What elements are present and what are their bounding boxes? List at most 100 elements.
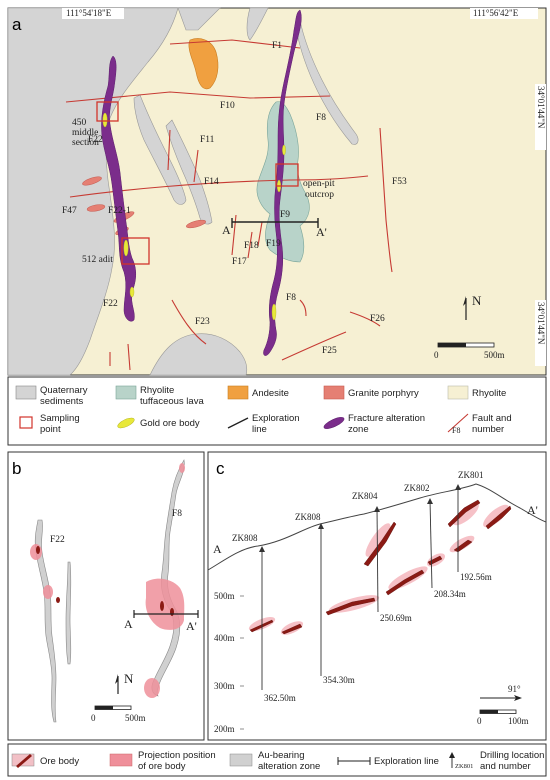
swatch-exploration-line [227,417,249,429]
quaternary-sediments-branch1 [133,94,187,205]
fault-label-f14: F14 [204,177,219,187]
legend-quaternary-2: sediments [40,396,84,407]
azimuth-arrow: 91° [480,684,522,701]
quaternary-sediments-bottom [149,333,248,376]
drillhole-depth-2: 354.30m [323,675,355,685]
fault-label-b-f22: F22 [50,535,65,545]
drillhole-name-1: ZK808 [232,533,258,543]
fault-label-f22-north: F22 [88,135,103,145]
north-label-a: N [472,293,482,308]
panel-label-b: b [12,459,21,478]
coord-box-rb [535,300,546,366]
line-label-a: A [222,223,231,237]
fault-label-f8-south: F8 [286,293,296,303]
fault-labels: F1 F10 F8 F11 F22 F14 F53 F47 F22-1 F9 F… [62,41,407,356]
swatch-andesite [227,385,249,400]
drillhole-collars [259,484,461,552]
legend-andesite: Andesite [252,388,289,399]
scale-label-b: 500m [125,713,146,723]
legend-projection-2: of ore body [138,761,186,772]
swatch-rhyolite-tuff [115,385,137,400]
drillholes [261,486,459,690]
annotation-outcrop-2: outcrop [305,190,334,200]
legend-exploration-1: Exploration [252,413,300,424]
fault-label-f19: F19 [266,239,281,249]
fault-label-f47: F47 [62,206,77,216]
fault-label-b-f8: F8 [172,509,182,519]
panel-a-map: 111°54'18"E 111°56'42"E 34°01'44"N 34°01… [7,7,547,376]
legend-projection-1: Projection position [138,750,216,761]
north-arrow-b: N [115,671,134,694]
section-end-a: A [213,542,222,556]
legend-drilling-1: Drilling location [480,750,544,761]
swatch-gold [117,417,135,429]
legend-gold: Gold ore body [140,418,200,429]
swatch-ore-body-mark [16,754,32,768]
annotation-section-3: section [72,138,99,148]
legend-sampling-1: Sampling [40,413,80,424]
coord-top-left: 111°54'18"E [66,8,112,18]
north-label-b: N [124,671,134,686]
swatch-rhyolite [447,385,469,400]
legend-drilling-2: and number [480,761,531,772]
coord-box-rt [535,84,546,150]
drillhole-name-5: ZK801 [458,470,484,480]
legend-rhyolite: Rhyolite [472,388,506,399]
coord-top-right: 111°56'42"E [473,8,519,18]
fault-label-f25: F25 [322,346,337,356]
annotation-section-2: middle [72,128,98,138]
legend-rhyolite-tuff-1: Rhyolite [140,385,174,396]
fault-label-f17: F17 [232,257,247,267]
scale-label-a: 500m [484,350,505,360]
elevation-200: 200m [214,724,235,734]
legend-a: Quaternary sediments Rhyolite tuffaceous… [7,376,547,446]
ore-bodies-c [249,499,512,635]
faults [65,39,393,371]
projection-positions-b [30,463,185,698]
legend-rhyolite-tuff-2: tuffaceous lava [140,396,204,407]
elevation-axis [240,595,244,730]
legend-drilling-tag: ZK801 [455,763,473,770]
topography-line [207,483,547,571]
azimuth-label: 91° [508,684,521,694]
fault-label-f8-north: F8 [316,113,326,123]
coord-right-bottom: 34°01'44"N [536,302,546,345]
fault-label-f1: F1 [272,41,282,51]
quaternary-sediments-branch2 [165,119,213,225]
scale-zero-a: 0 [434,350,439,360]
legend-fault-2: number [472,424,504,435]
swatch-drilling: ZK801 [449,752,473,770]
fault-label-f9: F9 [280,210,290,220]
fault-label-f18: F18 [244,241,259,251]
elevation-300: 300m [214,681,235,691]
coord-box-tl [62,8,124,19]
elevation-400: 400m [214,633,235,643]
scale-zero-b: 0 [91,713,96,723]
line-label-b-a: A [124,617,133,631]
annotation-section-1: 450 [72,118,87,128]
legend-granite: Granite porphyry [348,388,419,399]
scale-label-c: 100m [508,716,529,726]
section-end-a-prime: A' [527,503,538,517]
panel-b-map: b A A' F22 F8 [7,451,205,741]
drillhole-depth-1: 362.50m [264,693,296,703]
quaternary-sediments-branch4 [246,7,269,41]
gold-ore-bodies [102,112,286,321]
scale-bar-a: 0 500m [434,342,505,360]
annotation-adit: 512 adit [82,255,113,265]
scale-bar-b: 0 500m [91,705,146,723]
annotation-outcrop-1: open-pit [303,179,335,189]
panel-c-section: c 500m 400m 300m 200m A A' [207,451,547,741]
swatch-projection [109,753,133,767]
sampling-points [96,101,299,265]
coord-box-tr [470,8,538,19]
panel-label-c: c [216,459,225,478]
elevation-500: 500m [214,591,235,601]
legend-exploration-bc: Exploration line [374,756,439,767]
fault-label-f53: F53 [392,177,407,187]
legend-fracture-2: zone [348,424,369,435]
fault-label-f11: F11 [200,135,215,145]
swatch-quaternary [15,385,37,400]
legend-bc: Ore body Projection position of ore body… [7,743,547,777]
drillhole-depth-3: 250.69m [380,613,412,623]
